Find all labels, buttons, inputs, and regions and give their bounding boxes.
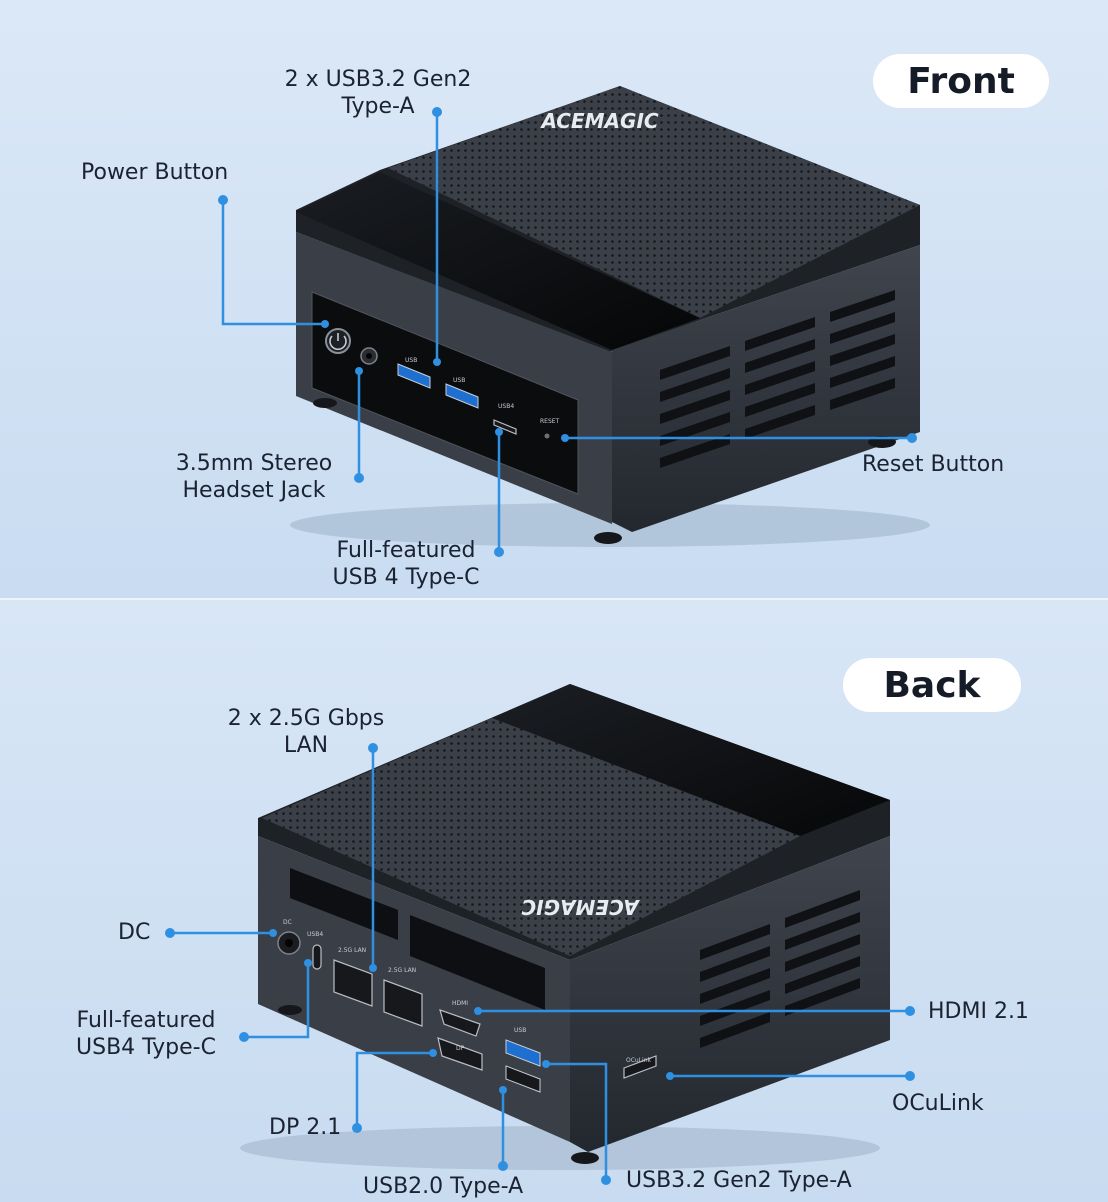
label-oculink: OCuLink	[892, 1091, 984, 1116]
label-line: Full-featured	[76, 1008, 216, 1033]
label-usb4-back: Full-featured USB4 Type-C	[58, 1007, 234, 1061]
label-line: 2 x 2.5G Gbps	[227, 706, 385, 731]
label-usb32-front: 2 x USB3.2 Gen2 Type-A	[278, 66, 478, 120]
port-mark-usb: USB	[514, 1027, 526, 1034]
right-vents	[660, 290, 895, 468]
foot	[868, 436, 896, 448]
foot	[594, 532, 622, 544]
label-reset-button: Reset Button	[862, 452, 1005, 477]
brand-logo: ACEMAGIC	[539, 109, 658, 133]
port-mark-oculink: OCuLink	[626, 1057, 652, 1064]
back-badge: Back	[843, 658, 1021, 712]
port-mark-reset: RESET	[540, 418, 560, 425]
port-mark-usb: USB	[453, 377, 465, 384]
label-hdmi: HDMI 2.1	[928, 999, 1029, 1024]
label-line: Full-featured	[336, 538, 476, 563]
label-dp: DP 2.1	[269, 1115, 342, 1140]
label-lan: 2 x 2.5G Gbps LAN	[210, 705, 402, 759]
port-mark-hdmi: HDMI	[452, 1000, 468, 1007]
front-port-panel	[311, 291, 579, 495]
usb-a-port-icon	[445, 383, 479, 409]
label-line: USB4 Type-C	[76, 1035, 216, 1060]
usb-a-port-icon	[397, 363, 431, 389]
usb-a-port-icon	[505, 1065, 541, 1093]
usb-c-port-icon	[312, 944, 322, 970]
front-panel: USB USB USB4 RESET ACEMAGIC Front 2 x US…	[0, 0, 1108, 598]
label-headset-jack: 3.5mm Stereo Headset Jack	[160, 450, 348, 504]
port-mark-usb4: USB4	[307, 931, 323, 938]
device-shadow	[290, 503, 930, 547]
lan-port-icon	[383, 979, 423, 1027]
label-line: Headset Jack	[182, 478, 326, 503]
port-mark-lan: 2.5G LAN	[388, 967, 416, 974]
foot	[571, 1152, 599, 1164]
brand-logo: ACEMAGIC	[521, 895, 640, 919]
usb-c-port-icon	[493, 419, 517, 435]
oculink-port-icon	[623, 1055, 657, 1079]
hdmi-port-icon	[439, 1009, 481, 1037]
top-gloss-strip	[296, 172, 700, 350]
label-line: 2 x USB3.2 Gen2	[284, 67, 472, 92]
back-device-illustration: DC USB4 2.5G LAN 2.5G LAN HDMI DP USB OC…	[240, 684, 890, 1170]
top-gloss-strip	[492, 684, 890, 836]
front-badge: Front	[873, 54, 1049, 108]
label-dc: DC	[118, 920, 151, 945]
back-vent	[290, 868, 398, 940]
back-panel: DC USB4 2.5G LAN 2.5G LAN HDMI DP USB OC…	[0, 598, 1108, 1202]
port-mark-usb4: USB4	[498, 403, 514, 410]
front-device-illustration: USB USB USB4 RESET ACEMAGIC	[290, 86, 930, 547]
label-line: Type-A	[341, 94, 415, 119]
port-mark-dc: DC	[283, 919, 292, 926]
label-usb20: USB2.0 Type-A	[363, 1174, 524, 1199]
lan-port-icon	[333, 959, 373, 1007]
reset-hole-icon	[544, 433, 550, 439]
label-power-button: Power Button	[81, 160, 229, 185]
usb-a-port-icon	[505, 1039, 541, 1067]
port-mark-lan: 2.5G LAN	[338, 947, 366, 954]
port-mark-dp: DP	[456, 1045, 465, 1052]
label-usb4-front: Full-featured USB 4 Type-C	[318, 537, 494, 591]
foot	[313, 398, 337, 408]
label-line: USB 4 Type-C	[332, 565, 480, 590]
foot	[278, 1005, 302, 1015]
right-vents	[700, 890, 860, 1048]
back-vent	[410, 915, 545, 1010]
label-line: 3.5mm Stereo	[175, 451, 333, 476]
top-mesh	[388, 86, 920, 318]
label-line: LAN	[283, 733, 329, 758]
label-usb32-back: USB3.2 Gen2 Type-A	[626, 1168, 852, 1193]
dp-port-icon	[437, 1037, 483, 1071]
port-mark-usb: USB	[405, 357, 417, 364]
top-mesh	[262, 718, 800, 956]
